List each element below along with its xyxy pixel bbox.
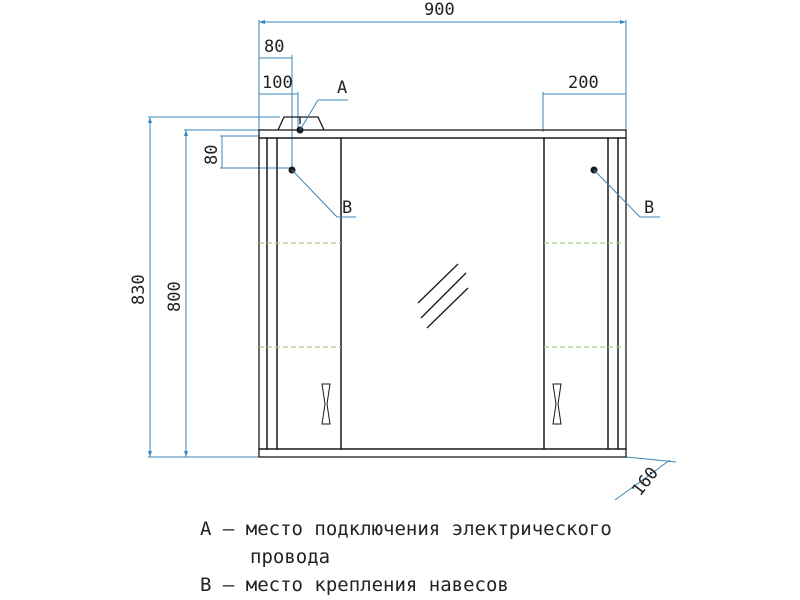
right-side-inner [607,137,619,450]
dimension-lines [148,20,677,501]
legend-a-line2: провода [250,546,331,568]
dim-label-830: 830 [129,274,149,305]
dimension-arrows [148,20,626,457]
right-door-handle [552,383,562,425]
left-side-inner [266,137,278,450]
left-side-panel [258,137,268,450]
dim-label-v80: 80 [202,145,222,165]
arrow-900-left [259,20,265,24]
right-door [543,137,609,450]
lamp-box [277,116,325,131]
marker-a-label: A [337,78,347,98]
dim-label-80: 80 [264,37,284,57]
dim-160-line [614,459,671,501]
arrow-830-bottom [148,451,152,457]
marker-b-left-leader [291,169,338,218]
door-handles [321,383,562,425]
markers: A B B [288,78,660,218]
mirror-hatch-3 [426,287,469,329]
center-mirror [340,137,545,450]
dim-label-900: 900 [424,0,455,20]
marker-a-leader [299,99,319,131]
mirror-hatch-2 [420,272,467,319]
left-door [276,137,342,450]
dim-label-800: 800 [165,281,185,312]
shelves [259,242,626,348]
marker-b-right-label: B [644,198,654,218]
bottom-plinth [258,448,627,458]
arrow-900-right [620,20,626,24]
mirror-hatch-1 [417,263,459,304]
arrow-800-bottom [184,451,188,457]
legend: A – место подключения электрического про… [200,515,612,599]
marker-b-left-label: B [342,198,352,218]
legend-b-line: B – место крепления навесов [200,574,509,596]
dim-label-100: 100 [262,73,293,93]
marker-b-right-leader [593,169,641,218]
arrow-800-top [184,130,188,136]
dim-label-200: 200 [568,73,599,93]
legend-a-line1: A – место подключения электрического [200,518,612,540]
top-cornice [258,129,627,139]
arrow-830-top [148,117,152,123]
cabinet-outline [258,116,627,458]
left-door-handle [321,383,331,425]
right-side-panel [617,137,627,450]
